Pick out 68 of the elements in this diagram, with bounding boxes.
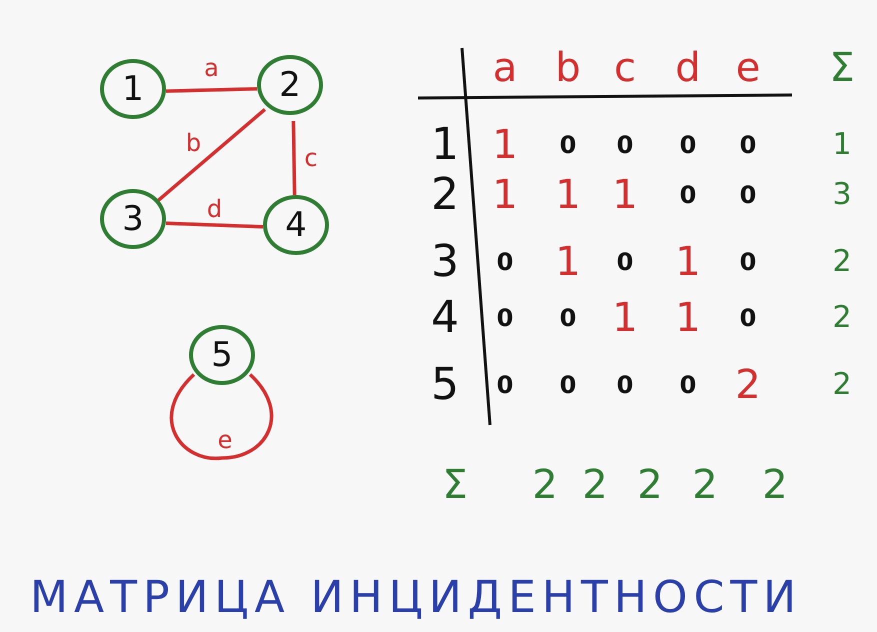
column-sum: 2	[692, 465, 718, 505]
matrix-value: 0	[496, 373, 514, 397]
matrix-value: 1	[675, 242, 701, 282]
row-header: 4	[431, 296, 459, 340]
vertex-number: 1	[122, 69, 144, 109]
vertex-number: 5	[211, 335, 233, 375]
matrix-value: 0	[616, 133, 634, 157]
column-header: d	[675, 48, 701, 88]
matrix-value: 1	[492, 125, 518, 165]
matrix-value: 0	[680, 183, 696, 207]
vertex-circle	[100, 59, 166, 119]
row-sum: 3	[832, 180, 852, 210]
row-sum: 2	[832, 370, 852, 400]
vertex-number: 3	[122, 199, 144, 239]
edge-label: c	[304, 146, 318, 170]
vertex-number: 4	[285, 205, 307, 245]
column-header: e	[736, 48, 760, 88]
matrix-value: 0	[680, 373, 696, 397]
matrix-value: 0	[496, 250, 514, 274]
matrix-value: 1	[492, 175, 518, 215]
vertex-circle	[100, 189, 166, 249]
vertex-circle	[263, 195, 329, 255]
connector-line	[166, 221, 264, 229]
edge-label: d	[206, 197, 222, 221]
sum-symbol: Σ	[829, 48, 855, 88]
row-header: 1	[431, 123, 459, 167]
edge-label: e	[218, 428, 232, 452]
connector-line	[170, 373, 274, 460]
column-header: a	[492, 48, 518, 88]
edge-label: a	[204, 56, 219, 80]
column-header: c	[614, 48, 636, 88]
matrix-value: 1	[612, 298, 638, 338]
row-header: 2	[431, 173, 459, 217]
matrix-value: 0	[616, 250, 634, 274]
column-header: b	[555, 48, 581, 88]
connector-line	[156, 108, 266, 202]
matrix-value: 1	[555, 175, 581, 215]
column-sum: 2	[762, 465, 788, 505]
matrix-value: 2	[735, 365, 761, 405]
column-sum: 2	[637, 465, 663, 505]
matrix-value: 0	[740, 133, 756, 157]
matrix-value: 1	[612, 175, 638, 215]
connector-line	[166, 87, 258, 93]
row-sum: 1	[832, 130, 852, 160]
connector-line	[292, 120, 296, 196]
matrix-value: 0	[680, 133, 696, 157]
vertex-number: 2	[279, 65, 301, 105]
row-sum: 2	[832, 247, 852, 277]
matrix-value: 0	[496, 306, 514, 330]
row-sum: 2	[832, 303, 852, 333]
vertex-circle	[257, 55, 323, 115]
matrix-value: 1	[555, 242, 581, 282]
column-sum: 2	[582, 465, 608, 505]
matrix-value: 1	[675, 298, 701, 338]
column-sum: 2	[532, 465, 558, 505]
matrix-value: 0	[560, 306, 576, 330]
matrix-value: 0	[560, 133, 576, 157]
caption: МАТРИЦА ИНЦИДЕНТНОСТИ	[30, 572, 802, 623]
matrix-value: 0	[740, 183, 756, 207]
matrix-value: 0	[560, 373, 576, 397]
matrix-value: 0	[616, 373, 634, 397]
matrix-value: 0	[740, 250, 756, 274]
vertex-circle	[189, 325, 255, 385]
row-header: 3	[431, 240, 459, 284]
edge-label: b	[186, 131, 202, 155]
matrix-value: 0	[740, 306, 756, 330]
row-header: 5	[431, 363, 459, 407]
sum-symbol: Σ	[442, 465, 468, 505]
